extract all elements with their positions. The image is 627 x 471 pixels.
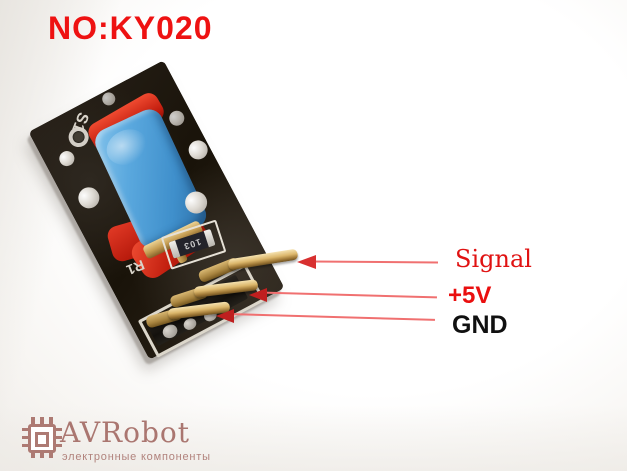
- chip-icon-body: [28, 424, 56, 453]
- solder-joint: [56, 148, 78, 169]
- chip-icon-pins: [31, 450, 53, 458]
- chip-icon: [22, 414, 62, 464]
- signal-pin-label: Signal: [455, 245, 532, 273]
- switch-highlight: [100, 122, 154, 172]
- vendor-logo: AVRobot электронные компоненты: [22, 414, 322, 466]
- vendor-tagline: электронные компоненты: [62, 451, 211, 463]
- gnd-pin-label: GND: [452, 311, 508, 339]
- chip-icon-pins: [22, 428, 28, 447]
- chip-icon-pins: [31, 417, 53, 424]
- arrow-left-icon: [249, 288, 267, 302]
- resistor-code-label: 103: [181, 236, 203, 252]
- vcc-pin-label: +5V: [448, 282, 492, 309]
- arrow-left-icon: [216, 309, 234, 323]
- page-title: NO:KY020: [48, 10, 213, 46]
- solder-joint: [99, 90, 118, 108]
- vendor-name: AVRobot: [60, 416, 191, 449]
- arrow-left-icon: [297, 255, 316, 269]
- solder-joint: [166, 108, 187, 129]
- solder-joint: [74, 183, 104, 213]
- chip-icon-core: [35, 432, 49, 447]
- chip-icon-pins: [56, 428, 62, 447]
